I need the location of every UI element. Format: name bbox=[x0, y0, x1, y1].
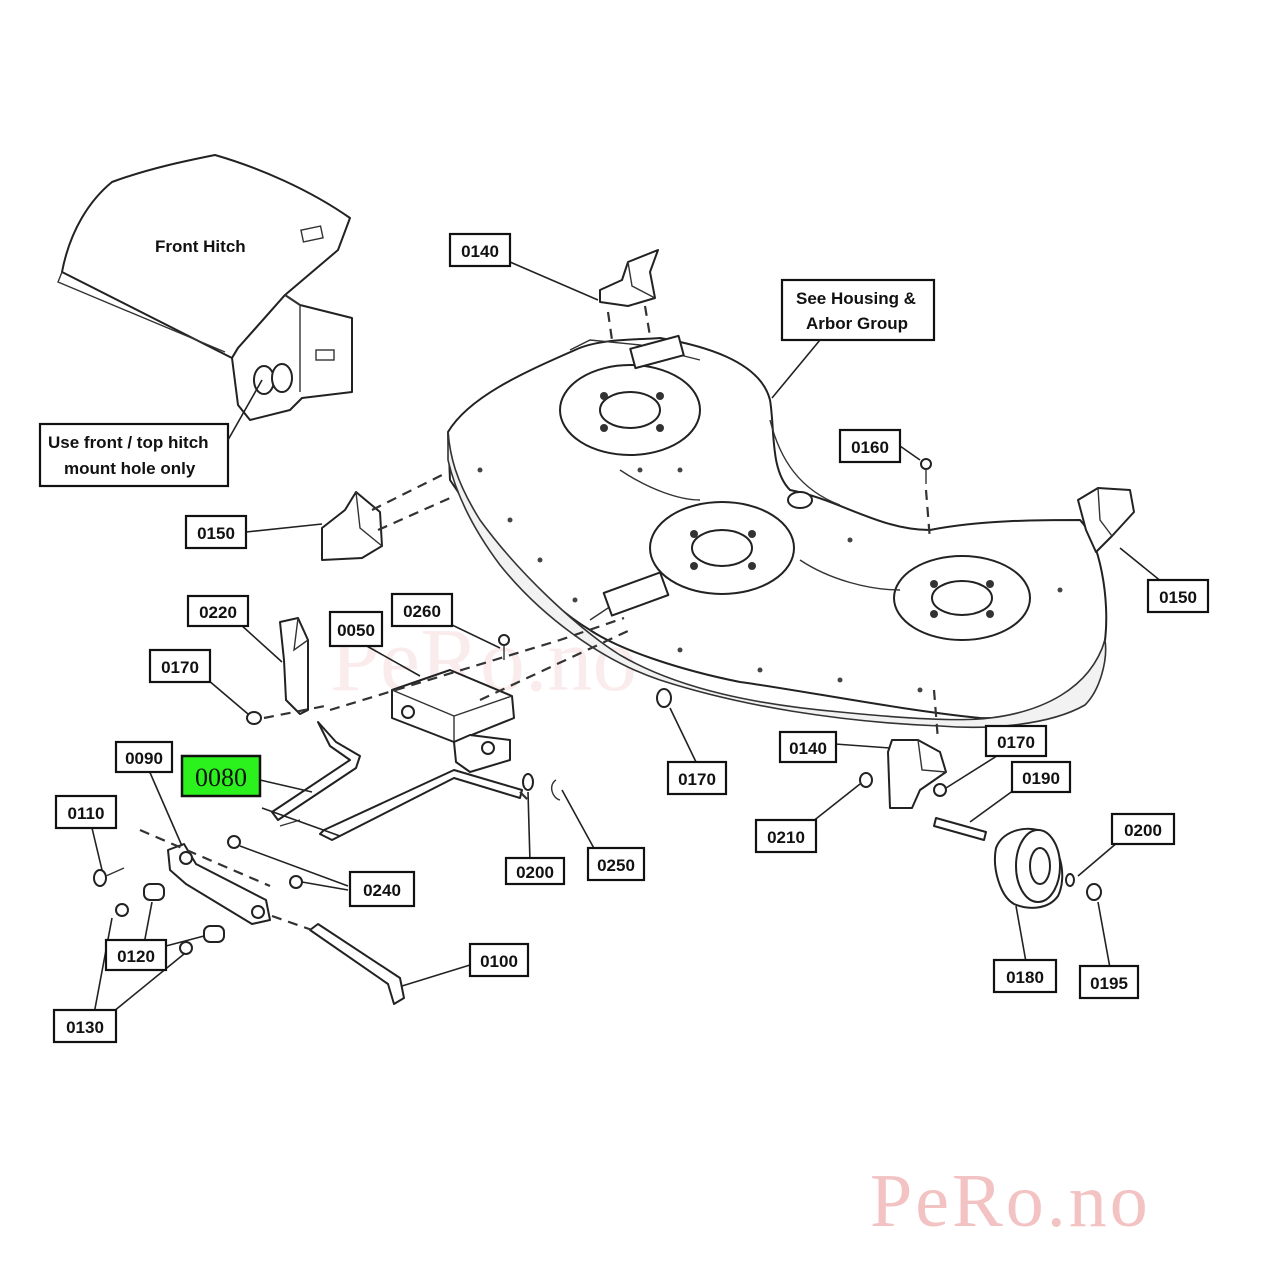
washer-0240-a bbox=[227, 835, 241, 849]
front-hitch-part bbox=[57, 154, 353, 421]
svg-text:0190: 0190 bbox=[1022, 769, 1060, 788]
svg-text:0140: 0140 bbox=[789, 739, 827, 758]
callout-0140-top: 0140 bbox=[448, 232, 512, 268]
bracket-0150-right bbox=[1077, 487, 1135, 553]
svg-text:0140: 0140 bbox=[461, 242, 499, 261]
callout-0190: 0190 bbox=[1010, 760, 1072, 794]
nut-0170-right bbox=[933, 783, 947, 797]
callout-0170-left: 0170 bbox=[148, 648, 212, 684]
callout-0170-right: 0170 bbox=[984, 724, 1048, 758]
callout-0110: 0110 bbox=[54, 794, 118, 830]
bracket-0140-top bbox=[599, 249, 659, 307]
svg-text:0150: 0150 bbox=[197, 524, 235, 543]
svg-text:0150: 0150 bbox=[1159, 588, 1197, 607]
bolt-0190 bbox=[933, 817, 987, 841]
axle-bracket-0090 bbox=[167, 843, 271, 925]
svg-text:0120: 0120 bbox=[117, 947, 155, 966]
svg-text:See Housing &: See Housing & bbox=[796, 289, 916, 308]
washer-0240-b bbox=[289, 875, 303, 889]
callout-0130: 0130 bbox=[52, 1008, 118, 1044]
svg-text:0200: 0200 bbox=[1124, 821, 1162, 840]
nut-0195 bbox=[1086, 883, 1102, 901]
svg-text:0130: 0130 bbox=[66, 1018, 104, 1037]
front-hitch-label: Front Hitch bbox=[155, 237, 246, 256]
callout-0150-left: 0150 bbox=[184, 514, 248, 550]
washer-0200-left bbox=[522, 773, 534, 791]
plate-0050 bbox=[391, 669, 515, 773]
bushing-0120 bbox=[143, 883, 225, 943]
nuts-0130 bbox=[115, 903, 193, 955]
callout-0220: 0220 bbox=[186, 594, 250, 628]
svg-text:0260: 0260 bbox=[403, 602, 441, 621]
svg-text:Arbor Group: Arbor Group bbox=[806, 314, 908, 333]
callout-0180: 0180 bbox=[992, 958, 1058, 994]
callout-0090: 0090 bbox=[114, 740, 174, 774]
svg-text:0195: 0195 bbox=[1090, 974, 1128, 993]
svg-text:0110: 0110 bbox=[68, 804, 105, 823]
callout-0050: 0050 bbox=[328, 610, 384, 648]
callout-0200-right: 0200 bbox=[1110, 812, 1176, 846]
bracket-0150-left bbox=[321, 491, 383, 561]
callout-0100: 0100 bbox=[468, 942, 530, 978]
nut-0170-left bbox=[246, 711, 262, 725]
callout-0160: 0160 bbox=[838, 428, 902, 464]
callout-0260: 0260 bbox=[390, 592, 454, 628]
callout-0150-right: 0150 bbox=[1146, 578, 1210, 614]
svg-text:0220: 0220 bbox=[199, 603, 237, 622]
bolt-0160 bbox=[920, 458, 932, 484]
bolt-0110 bbox=[93, 867, 125, 887]
bracket-0140-right bbox=[887, 739, 947, 809]
hitch-note: Use front / top hitch mount hole only bbox=[38, 422, 230, 488]
callout-0080-highlighted: 0080 bbox=[180, 754, 262, 798]
nut-0170-mid bbox=[656, 688, 672, 708]
svg-text:0250: 0250 bbox=[597, 856, 635, 875]
callout-0170-mid: 0170 bbox=[666, 760, 728, 796]
svg-text:mount hole only: mount hole only bbox=[64, 459, 196, 478]
svg-text:0050: 0050 bbox=[337, 621, 375, 640]
svg-text:0100: 0100 bbox=[480, 952, 518, 971]
callout-0140-right: 0140 bbox=[778, 730, 838, 764]
svg-text:0170: 0170 bbox=[997, 733, 1035, 752]
wheel-0180 bbox=[994, 827, 1064, 909]
callout-0200-left: 0200 bbox=[504, 856, 566, 886]
clip-0250 bbox=[550, 779, 561, 801]
svg-text:0170: 0170 bbox=[161, 658, 199, 677]
svg-text:0200: 0200 bbox=[516, 863, 554, 882]
bracket-0220 bbox=[279, 617, 309, 715]
callout-0250: 0250 bbox=[586, 846, 646, 882]
callout-0210: 0210 bbox=[754, 818, 818, 854]
washer-0210 bbox=[859, 772, 873, 788]
svg-text:0160: 0160 bbox=[851, 438, 889, 457]
callout-0120: 0120 bbox=[104, 938, 168, 972]
svg-text:Use front / top hitch: Use front / top hitch bbox=[48, 433, 209, 452]
washer-0200-right bbox=[1065, 873, 1075, 887]
svg-text:0090: 0090 bbox=[125, 749, 163, 768]
watermark-corner: PeRo.no bbox=[870, 1159, 1151, 1243]
bolt-0260 bbox=[498, 634, 510, 660]
housing-note: See Housing & Arbor Group bbox=[780, 278, 936, 342]
callout-0240: 0240 bbox=[348, 870, 416, 908]
svg-text:0210: 0210 bbox=[767, 828, 805, 847]
callout-0195: 0195 bbox=[1078, 964, 1140, 1000]
rod-0100 bbox=[309, 923, 405, 1005]
svg-text:0240: 0240 bbox=[363, 881, 401, 900]
svg-text:0180: 0180 bbox=[1006, 968, 1044, 987]
svg-text:0080: 0080 bbox=[195, 763, 247, 792]
svg-text:0170: 0170 bbox=[678, 770, 716, 789]
